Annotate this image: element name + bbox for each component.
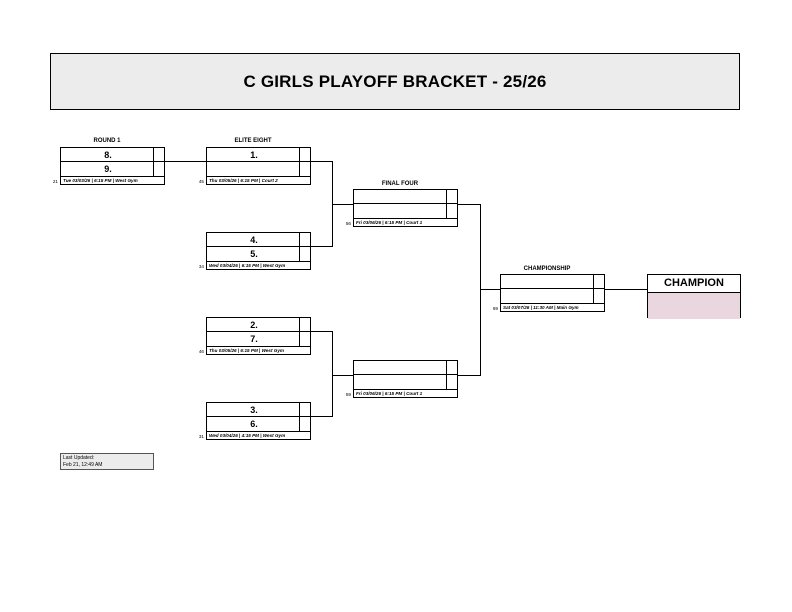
last-updated-box: Last Updated: Feb 21, 12:49 AM — [60, 453, 154, 470]
match-info: Wed 03/04/26 | 4:15 PM | West Gym — [206, 432, 311, 440]
team-slot — [501, 289, 595, 303]
team-slot: 8. — [61, 148, 155, 162]
team-slot — [207, 162, 301, 176]
match-round1: 8. 9. — [60, 147, 165, 177]
champion-label: CHAMPION — [648, 275, 740, 293]
team-slot: 3. — [207, 403, 301, 417]
score-cell — [299, 318, 310, 332]
title-banner: C GIRLS PLAYOFF BRACKET - 25/26 — [50, 53, 740, 110]
team-slot: 9. — [104, 164, 112, 174]
match-elite-eight-4: 3. 6. — [206, 402, 311, 432]
score-cell — [299, 332, 310, 346]
page-title: C GIRLS PLAYOFF BRACKET - 25/26 — [243, 71, 547, 91]
match-info: Fri 03/06/26 | 6:15 PM | Court 1 — [353, 219, 458, 227]
game-number: 21 — [52, 179, 58, 184]
match-info: Fri 03/06/26 | 6:15 PM | Court 1 — [353, 390, 458, 398]
team-slot: 6. — [250, 419, 258, 429]
match-info: Thu 03/05/26 | 6:15 PM | Court 2 — [206, 177, 311, 185]
score-cell — [593, 289, 604, 303]
champion-slot — [648, 293, 740, 319]
score-cell — [299, 148, 310, 162]
match-final-four-1 — [353, 189, 458, 219]
champion-box: CHAMPION — [647, 274, 741, 319]
connector-line — [332, 331, 333, 417]
connector-line — [311, 246, 333, 247]
team-slot — [354, 375, 448, 389]
round-label-round1: ROUND 1 — [93, 138, 121, 144]
game-number: 45 — [198, 179, 204, 184]
team-slot: 5. — [250, 249, 258, 259]
match-info: Wed 03/04/26 | 6:15 PM | West Gym — [206, 262, 311, 270]
score-cell — [299, 162, 310, 176]
match-elite-eight-2: 4. 5. — [206, 232, 311, 262]
round-label-championship: CHAMPIONSHIP — [523, 266, 571, 272]
game-number: 31 — [198, 434, 204, 439]
team-slot — [354, 204, 448, 218]
last-updated-value: Feb 21, 12:49 AM — [63, 461, 103, 468]
match-info: Thu 03/05/26 | 6:15 PM | West Gym — [206, 347, 311, 355]
match-final-four-2 — [353, 360, 458, 390]
team-slot: 2. — [207, 318, 301, 332]
game-number: 69 — [492, 306, 498, 311]
score-cell — [299, 233, 310, 247]
team-slot — [354, 361, 448, 375]
connector-line — [605, 289, 647, 290]
connector-line — [332, 375, 353, 376]
connector-line — [480, 204, 481, 376]
score-cell — [299, 417, 310, 431]
team-slot: 4. — [207, 233, 301, 247]
score-cell — [446, 361, 457, 375]
score-cell — [593, 275, 604, 289]
game-number: 46 — [198, 349, 204, 354]
score-cell — [446, 190, 457, 204]
match-elite-eight-1: 1. — [206, 147, 311, 177]
connector-line — [311, 416, 333, 417]
score-cell — [299, 247, 310, 261]
team-slot: 7. — [250, 334, 258, 344]
match-championship — [500, 274, 605, 304]
team-slot — [501, 275, 595, 289]
match-info: Tue 03/03/26 | 6:15 PM | West Gym — [60, 177, 165, 185]
match-elite-eight-3: 2. 7. — [206, 317, 311, 347]
connector-line — [332, 204, 353, 205]
game-number: 56 — [345, 221, 351, 226]
connector-line — [311, 161, 333, 162]
score-cell — [153, 148, 164, 162]
last-updated-label: Last Updated: — [63, 455, 95, 461]
connector-line — [458, 375, 481, 376]
score-cell — [299, 403, 310, 417]
score-cell — [153, 162, 164, 176]
connector-line — [165, 161, 206, 162]
connector-line — [311, 331, 333, 332]
connector-line — [458, 204, 481, 205]
connector-line — [480, 289, 500, 290]
team-slot: 1. — [207, 148, 301, 162]
score-cell — [446, 375, 457, 389]
game-number: 34 — [198, 264, 204, 269]
round-label-elite-eight: ELITE EIGHT — [234, 138, 272, 144]
match-info: Sat 03/07/26 | 11:30 AM | Main Gym — [500, 304, 605, 312]
game-number: 59 — [345, 392, 351, 397]
score-cell — [446, 204, 457, 218]
round-label-final-four: FINAL FOUR — [381, 181, 419, 187]
team-slot — [354, 190, 448, 204]
